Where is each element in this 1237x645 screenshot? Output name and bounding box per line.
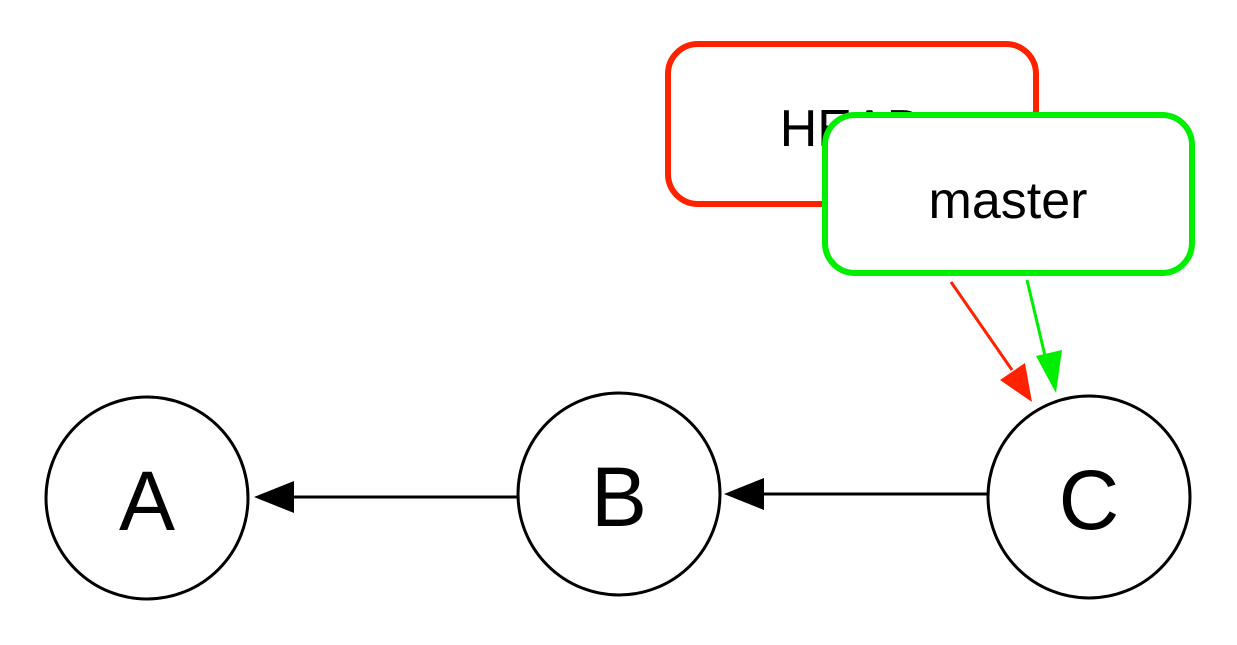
edge-b-to-a: [254, 481, 517, 513]
commit-c: C: [986, 394, 1192, 600]
commit-b: B: [516, 391, 722, 597]
edge-c-to-b: [724, 478, 987, 510]
commit-b-label: B: [591, 450, 647, 544]
edge-head-to-c: [949, 281, 1032, 402]
commit-c-label: C: [1059, 453, 1120, 547]
master-ref: master: [822, 112, 1195, 276]
edge-master-to-c: [1025, 279, 1062, 393]
master-ref-label: master: [929, 172, 1088, 230]
commit-a-label: A: [119, 454, 175, 548]
commit-a: A: [44, 395, 250, 601]
